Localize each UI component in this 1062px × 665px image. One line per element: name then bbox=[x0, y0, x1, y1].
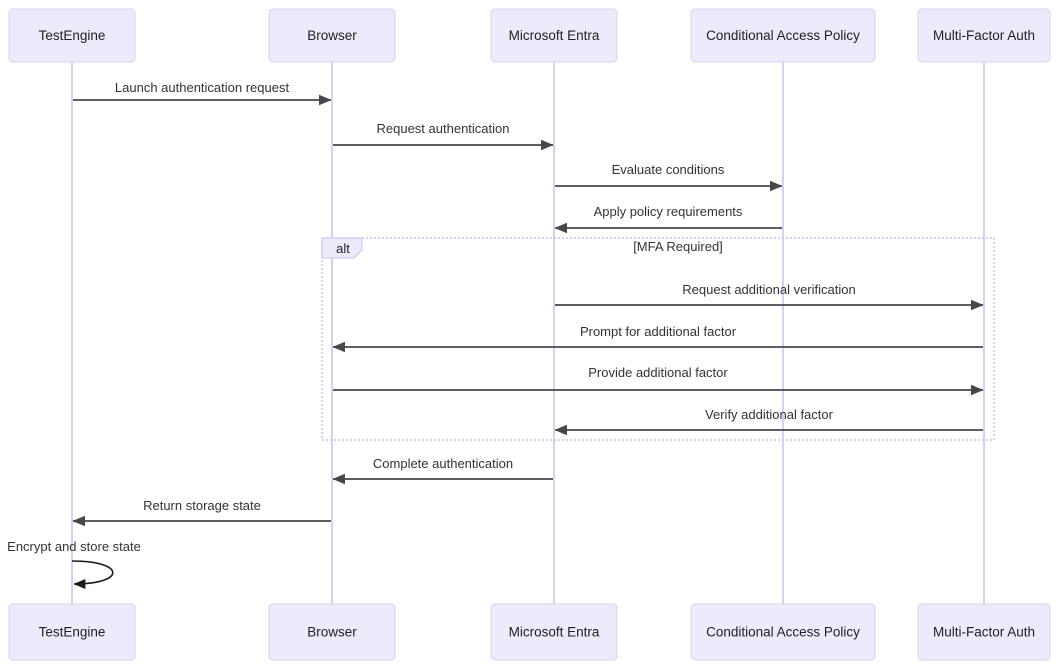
actor-label: Multi-Factor Auth bbox=[933, 625, 1035, 640]
actor-label: Conditional Access Policy bbox=[706, 28, 860, 43]
message-9: Return storage state bbox=[72, 498, 331, 527]
message-label: Return storage state bbox=[143, 498, 261, 513]
actor-boxes-bottom: TestEngine Browser Microsoft Entra Conditio… bbox=[8, 603, 1051, 661]
actor-label: Conditional Access Policy bbox=[706, 625, 860, 640]
actor-testengine-top[interactable]: TestEngine bbox=[8, 8, 136, 63]
actor-mfa-top[interactable]: Multi-Factor Auth bbox=[917, 8, 1051, 63]
message-label: Verify additional factor bbox=[705, 407, 834, 422]
alt-block-group: alt [MFA Required] bbox=[321, 237, 995, 441]
actor-label: TestEngine bbox=[39, 28, 106, 43]
message-label: Complete authentication bbox=[373, 456, 513, 471]
actor-box[interactable] bbox=[917, 603, 1051, 661]
message-label: Launch authentication request bbox=[115, 80, 290, 95]
actor-entra-top[interactable]: Microsoft Entra bbox=[490, 8, 618, 63]
actor-box[interactable] bbox=[8, 8, 136, 63]
message-7: Verify additional factor bbox=[554, 407, 983, 436]
message-label: Apply policy requirements bbox=[594, 204, 743, 219]
message-0: Launch authentication request bbox=[73, 80, 332, 106]
lifelines-group bbox=[71, 62, 985, 604]
message-label: Request additional verification bbox=[682, 282, 855, 297]
message-6: Provide additional factor bbox=[333, 365, 984, 396]
self-message-label: Encrypt and store state bbox=[7, 539, 141, 554]
message-1: Request authentication bbox=[333, 121, 554, 151]
actor-box[interactable] bbox=[268, 8, 396, 63]
message-label: Provide additional factor bbox=[588, 365, 728, 380]
actor-box[interactable] bbox=[8, 603, 136, 661]
actor-box[interactable] bbox=[690, 603, 876, 661]
actor-box[interactable] bbox=[690, 8, 876, 63]
self-message-group: Encrypt and store state bbox=[7, 539, 141, 590]
message-5: Prompt for additional factor bbox=[332, 324, 983, 353]
actor-box[interactable] bbox=[917, 8, 1051, 63]
message-label: Request authentication bbox=[377, 121, 510, 136]
actor-label: TestEngine bbox=[39, 625, 106, 640]
actor-label: Browser bbox=[307, 28, 357, 43]
actor-browser-top[interactable]: Browser bbox=[268, 8, 396, 63]
message-2: Evaluate conditions bbox=[555, 162, 783, 192]
actor-box[interactable] bbox=[490, 8, 618, 63]
actor-label: Microsoft Entra bbox=[509, 625, 600, 640]
message-8: Complete authentication bbox=[332, 456, 553, 485]
actor-label: Browser bbox=[307, 625, 357, 640]
alt-block-keyword: alt bbox=[336, 241, 350, 256]
actor-capolicy-bottom[interactable]: Conditional Access Policy bbox=[690, 603, 876, 661]
self-message-loop bbox=[71, 560, 114, 590]
actor-entra-bottom[interactable]: Microsoft Entra bbox=[490, 603, 618, 661]
actor-browser-bottom[interactable]: Browser bbox=[268, 603, 396, 661]
actor-box[interactable] bbox=[268, 603, 396, 661]
actor-mfa-bottom[interactable]: Multi-Factor Auth bbox=[917, 603, 1051, 661]
alt-block-frame bbox=[321, 237, 995, 441]
message-3: Apply policy requirements bbox=[554, 204, 782, 234]
alt-block-tab bbox=[321, 237, 363, 259]
actor-label: Microsoft Entra bbox=[509, 28, 600, 43]
alt-block-condition: [MFA Required] bbox=[633, 239, 723, 254]
actor-label: Multi-Factor Auth bbox=[933, 28, 1035, 43]
actor-capolicy-top[interactable]: Conditional Access Policy bbox=[690, 8, 876, 63]
message-4: Request additional verification bbox=[555, 282, 984, 311]
message-label: Prompt for additional factor bbox=[580, 324, 737, 339]
message-label: Evaluate conditions bbox=[612, 162, 725, 177]
actor-testengine-bottom[interactable]: TestEngine bbox=[8, 603, 136, 661]
actor-boxes-top: TestEngine Browser Microsoft Entra Conditio… bbox=[8, 8, 1051, 63]
actor-box[interactable] bbox=[490, 603, 618, 661]
